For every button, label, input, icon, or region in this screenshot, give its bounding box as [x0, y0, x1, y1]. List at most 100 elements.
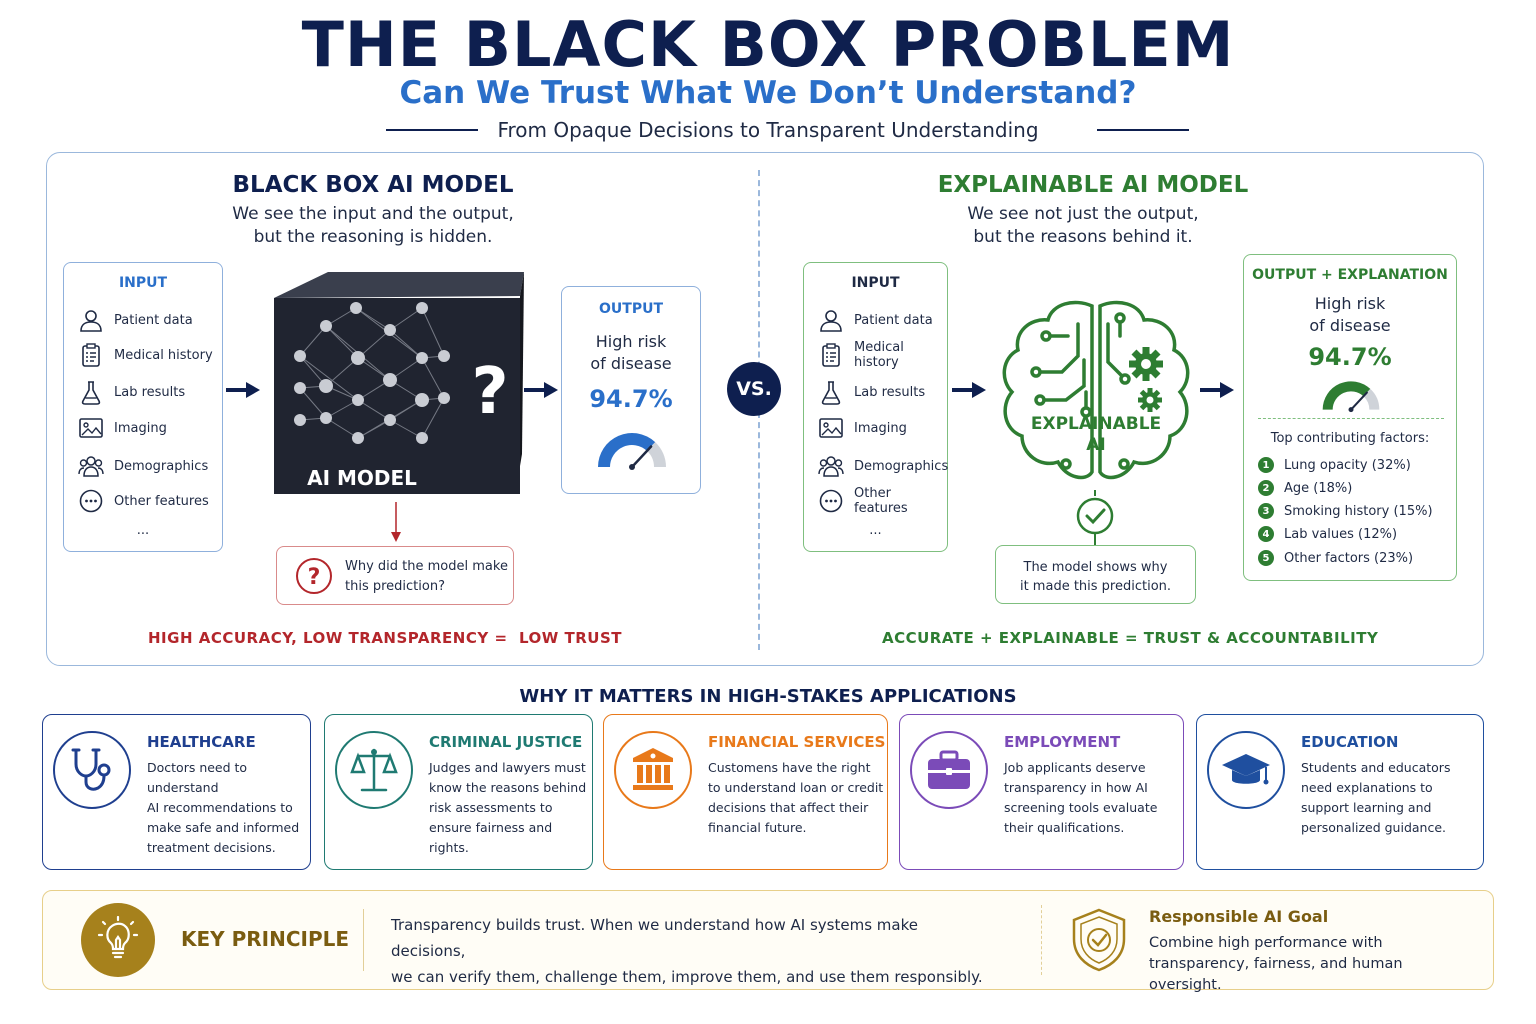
- arrow-down-icon: [391, 502, 401, 542]
- goal-text-line2: transparency, fairness, and human oversi…: [1149, 956, 1403, 993]
- input-item: Demographics: [78, 451, 208, 481]
- arrow-right-icon: [1200, 382, 1234, 398]
- black-box-title: BLACK BOX AI MODEL: [232, 172, 514, 198]
- briefcase-icon: [910, 731, 988, 809]
- principle-text-line2: we can verify them, challenge them, impr…: [391, 968, 983, 986]
- page-subtitle: Can We Trust What We Don’t Understand?: [399, 75, 1137, 111]
- shows-text-line1: The model shows why: [1023, 560, 1168, 575]
- explainable-brain-icon: [1002, 300, 1190, 480]
- output-value: 94.7%: [1308, 343, 1392, 371]
- explainable-ai-label: EXPLAINABLE AI: [1016, 414, 1176, 456]
- application-card-title: CRIMINAL JUSTICE: [429, 733, 583, 751]
- gauge-needle: [630, 445, 653, 469]
- factor-number-badge: 3: [1258, 503, 1274, 519]
- key-principle-banner: KEY PRINCIPLE Transparency builds trust.…: [42, 890, 1494, 993]
- application-card-line: need explanations to: [1301, 780, 1433, 795]
- application-card-line: screening tools evaluate: [1004, 800, 1158, 815]
- input-item: Imaging: [78, 413, 167, 443]
- application-card-line: AI recommendations to: [147, 800, 293, 815]
- flask-icon: [818, 379, 844, 405]
- output-explanation-box: OUTPUT + EXPLANATION High risk of diseas…: [1243, 254, 1457, 581]
- input-item: Other features: [78, 486, 209, 516]
- arrow-right-icon: [226, 382, 260, 398]
- input-item: Imaging: [818, 413, 907, 443]
- input-item-label: Demographics: [854, 458, 949, 474]
- tagline-rule-left: [386, 129, 478, 131]
- factor-label: Lab values (12%): [1284, 526, 1398, 542]
- input-item: Patient data: [818, 305, 933, 335]
- factor-label: Age (18%): [1284, 480, 1353, 496]
- input-item-label: Imaging: [114, 420, 167, 436]
- input-item-label: Other features: [854, 486, 908, 516]
- input-item-label: Medical history: [854, 340, 904, 370]
- input-item-label: Patient data: [854, 312, 933, 328]
- gauge-fill: [598, 433, 656, 467]
- application-card-line: know the reasons behind: [429, 780, 587, 795]
- graduation-cap-icon: [1207, 731, 1285, 809]
- gauge-pivot: [1348, 407, 1354, 413]
- input-item-label: Demographics: [114, 458, 209, 474]
- input-item-label: Lab results: [114, 384, 186, 400]
- explainable-desc-line1: We see not just the output,: [967, 204, 1199, 224]
- input-item: Lab results: [78, 377, 185, 407]
- brain-label-line1: EXPLAINABLE: [1030, 414, 1162, 434]
- question-circle-icon: ?: [296, 558, 332, 594]
- clipboard-icon: [818, 342, 844, 368]
- input-header: INPUT: [118, 275, 168, 291]
- factor-label: Lung opacity (32%): [1284, 457, 1411, 473]
- application-card-line: Customens have the right: [708, 760, 871, 775]
- brain-label-line2: AI: [1086, 435, 1106, 455]
- lightbulb-icon: [81, 903, 155, 977]
- factor-item: 2 Age (18%): [1258, 478, 1352, 498]
- input-item: Medical history: [818, 340, 947, 370]
- clipboard-icon: [78, 342, 104, 368]
- scales-icon: [335, 731, 413, 809]
- application-card-line: decisions that affect their: [708, 800, 869, 815]
- input-item-label: Patient data: [114, 312, 193, 328]
- black-box-desc-line2: but the reasoning is hidden.: [253, 227, 493, 247]
- application-card-line: make safe and informed: [147, 820, 300, 835]
- why-text-line2: this prediction?: [345, 579, 445, 594]
- application-card-text: Judges and lawyers must know the reasons …: [429, 758, 592, 858]
- application-card-line: Judges and lawyers must: [429, 760, 586, 775]
- people-icon: [818, 453, 844, 479]
- application-card-line: support learning and: [1301, 800, 1432, 815]
- application-card-line: their qualifications.: [1004, 820, 1125, 835]
- principle-text-line1: Transparency builds trust. When we under…: [391, 916, 918, 960]
- input-item-label: Imaging: [854, 420, 907, 436]
- chat-dots-icon: [78, 488, 104, 514]
- input-item: Demographics: [818, 451, 948, 481]
- input-item-label: Lab results: [854, 384, 926, 400]
- application-card-title: FINANCIAL SERVICES: [708, 733, 886, 751]
- output-label: High risk of disease: [562, 331, 700, 375]
- application-card-line: financial future.: [708, 820, 807, 835]
- why-prediction-box: ? Why did the model make this prediction…: [276, 546, 514, 605]
- black-box-output-box: OUTPUT High risk of disease 94.7%: [561, 286, 701, 494]
- goal-text-line1: Combine high performance with: [1149, 935, 1383, 951]
- explainable-title: EXPLAINABLE AI MODEL: [937, 172, 1249, 198]
- shield-check-icon: [1072, 908, 1126, 972]
- input-item: Other features: [818, 486, 947, 516]
- application-card-title: EDUCATION: [1301, 733, 1399, 751]
- principle-divider-dashed: [1041, 905, 1042, 975]
- output-explanation-header: OUTPUT + EXPLANATION: [1252, 267, 1448, 283]
- application-card: FINANCIAL SERVICES Customens have the rig…: [603, 714, 888, 870]
- responsible-ai-goal-title: Responsible AI Goal: [1149, 907, 1329, 926]
- output-label-line1: High risk: [595, 332, 667, 351]
- stethoscope-icon: [53, 731, 131, 809]
- vs-badge: VS.: [727, 362, 781, 416]
- chat-dots-icon: [818, 488, 844, 514]
- arrow-right-icon: [952, 382, 986, 398]
- gauge-needle: [1349, 391, 1368, 411]
- input-item-label: Medical history: [114, 347, 213, 363]
- application-card-line: transparency in how AI: [1004, 780, 1148, 795]
- factor-number-badge: 2: [1258, 480, 1274, 496]
- application-card-line: Doctors need to understand: [147, 760, 248, 795]
